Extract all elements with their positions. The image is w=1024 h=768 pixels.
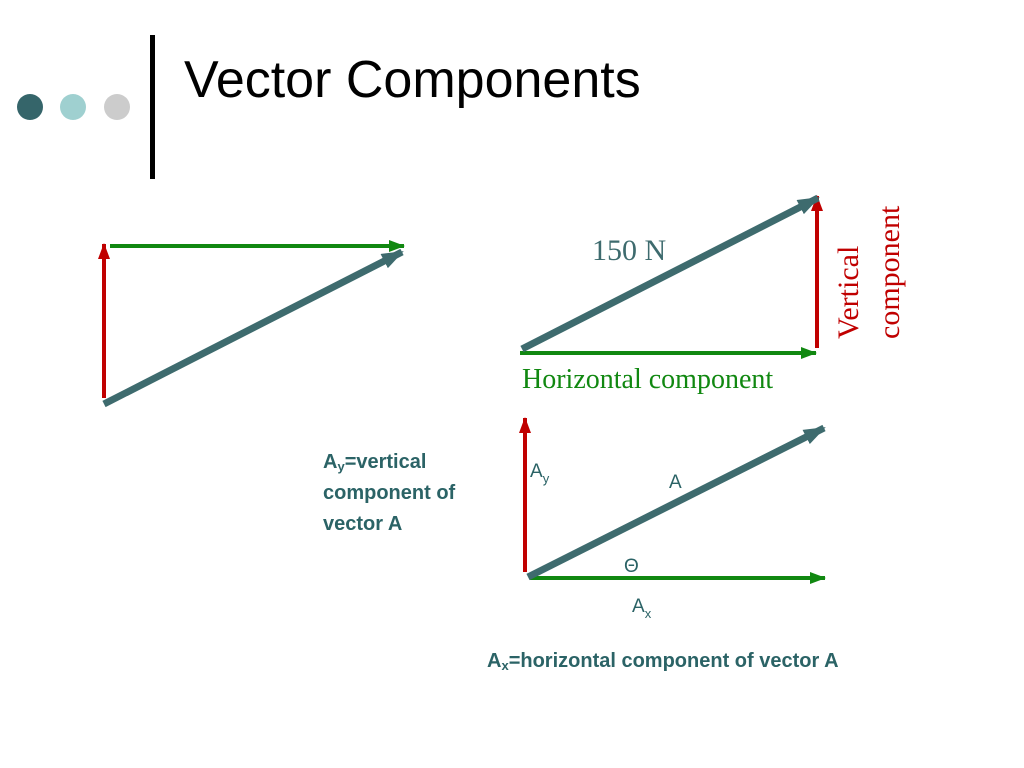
slide-title: Vector Components xyxy=(184,51,641,109)
diagram-left xyxy=(98,240,405,408)
horizontal-component-note: Ax=horizontal component of vector A xyxy=(487,650,839,673)
resultant-vector-arrow xyxy=(102,248,404,408)
vector-a-label: A xyxy=(669,472,682,493)
vertical-component-label: Ay xyxy=(530,461,550,486)
vertical-component-note: Ay=vertical component of vector A xyxy=(323,447,455,540)
title-divider xyxy=(150,35,155,179)
vertical-component-label-line1: Vertical xyxy=(832,246,865,339)
diagram-top-right: 150 N Vertical component Horizontal comp… xyxy=(520,194,906,395)
angle-theta-label: Θ xyxy=(624,556,639,577)
horizontal-component-label: Ax xyxy=(632,596,652,621)
vertical-note-line3: vector A xyxy=(323,513,403,535)
vertical-note-line2: component of xyxy=(323,482,456,504)
vertical-component-label-line2: component xyxy=(873,205,906,339)
bullet-dot-light xyxy=(60,94,86,120)
horizontal-component-label: Horizontal component xyxy=(522,364,773,395)
bullet-dot-gray xyxy=(104,94,130,120)
vector-a-arrow xyxy=(526,424,826,581)
diagram-bottom-right: A Ay Ax Θ xyxy=(519,417,826,621)
bullet-dot-dark xyxy=(17,94,43,120)
magnitude-label: 150 N xyxy=(592,234,666,267)
resultant-vector-arrow xyxy=(520,194,820,353)
vertical-note-line1: Ay=vertical xyxy=(323,451,427,474)
